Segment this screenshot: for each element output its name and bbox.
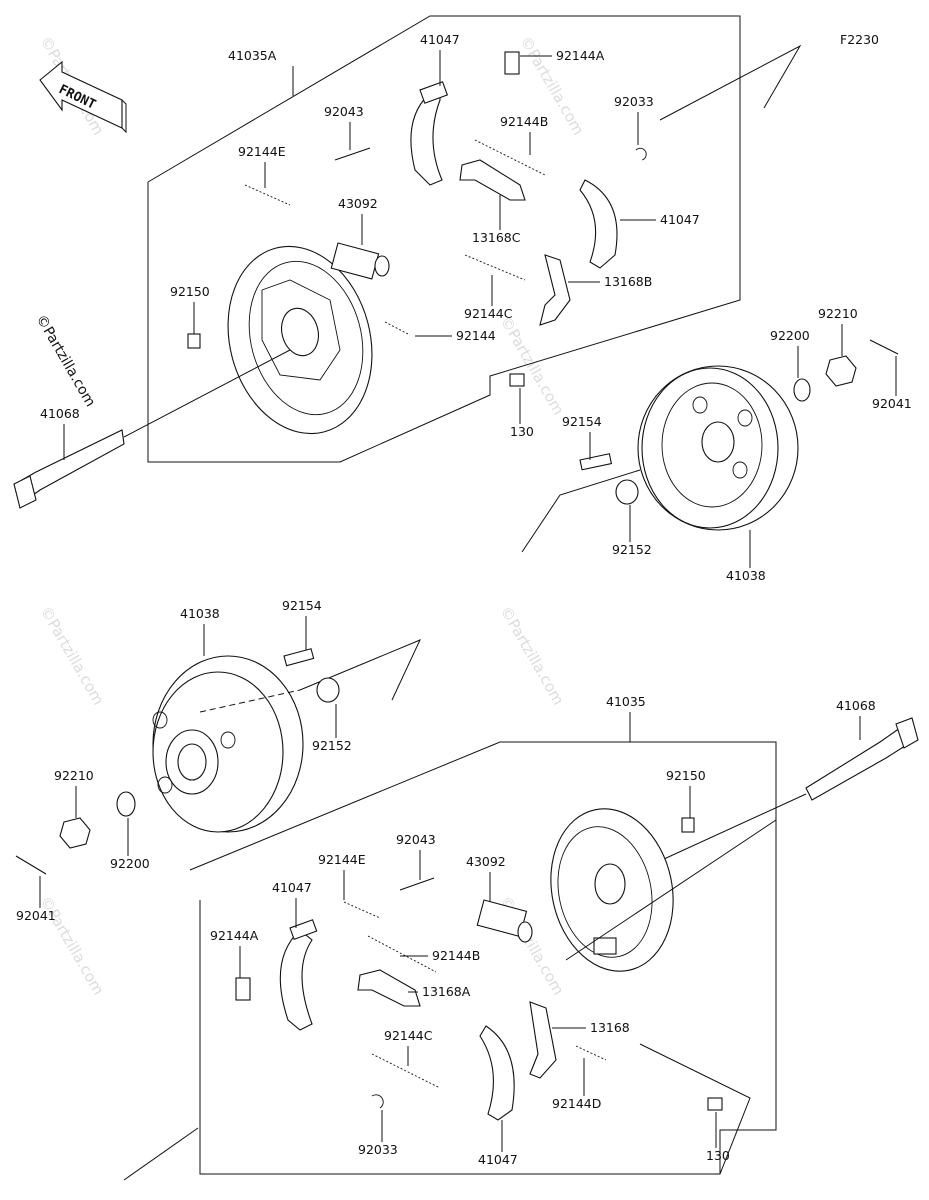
axle-lower [639,717,919,871]
label-41047: 41047 [272,880,312,895]
cotter-pin-lower-shape [15,855,47,875]
brake-shoe-upper-b [579,179,618,269]
label-13168: 13168 [590,1020,630,1035]
label-92150: 92150 [666,768,706,783]
label-92144A: 92144A [210,928,259,943]
label-92043: 92043 [396,832,436,847]
label-92144B: 92144B [432,948,480,963]
label-92152: 92152 [312,738,352,753]
label-41038: 41038 [726,568,766,583]
clip-92144A-lower-shape [235,977,251,1001]
label-92033: 92033 [614,94,654,109]
label-41035: 41035 [606,694,646,709]
label-92033: 92033 [358,1142,398,1157]
label-92043: 92043 [324,104,364,119]
brake-drum-lower [152,655,304,833]
bolt-92150-shape [187,333,201,349]
label-13168A: 13168A [422,984,471,999]
label-92152: 92152 [612,542,652,557]
wheel-cylinder-lower [476,899,533,943]
label-13168C: 13168C [472,230,521,245]
cotter-pin-upper-shape [869,339,899,355]
label-92144E: 92144E [318,852,366,867]
label-130: 130 [706,1148,730,1163]
label-41035A: 41035A [228,48,277,63]
spring-92144B-shape [474,139,546,176]
bolt-92154-lower-shape [283,648,315,667]
label-130: 130 [510,424,534,439]
upper-assembly: 41035A 41047 92144A 92043 92144B 92033 9… [13,15,912,583]
lever-13168-shape [529,1001,557,1079]
lower-assembly: 41038 92154 92152 41035 41068 92150 9221… [15,598,919,1181]
backing-plate-lower [550,808,674,972]
brake-shoe-lower-b [479,1025,515,1121]
clip-92033-lower-shape [371,1094,384,1109]
bolt-92150-lower-shape [681,817,695,833]
seal-92152-lower-shape [316,677,340,703]
brake-shoe-upper-a [410,81,449,186]
label-92144D: 92144D [552,1096,601,1111]
figure-code: F2230 [840,32,879,47]
copyright-mark: ©Partzilla.com [33,312,99,410]
label-92144C: 92144C [464,306,513,321]
clip-92033-shape [635,147,647,161]
axle-upper [13,349,291,509]
label-92210: 92210 [818,306,858,321]
clip-92144A-shape [504,51,520,75]
spring-92144E-shape [244,184,291,206]
pin-92043-lower-shape [399,877,435,891]
label-41068: 41068 [40,406,80,421]
label-92200: 92200 [770,328,810,343]
pin-92043-shape [334,147,371,161]
label-92154: 92154 [562,414,602,429]
watermark: ©Partzilla.com [497,313,568,418]
washer-92200-lower-shape [116,791,136,817]
brake-shoe-lower-a [279,919,318,1031]
spring-92144-shape [384,321,411,336]
brake-drum-upper [637,365,799,531]
spring-92144D-lower-shape [575,1045,607,1061]
lever-13168C-shape [459,159,526,201]
wheel-cylinder-upper [330,242,390,280]
bolt-130-lower-shape [707,1097,723,1111]
watermark: ©Partzilla.com [37,603,108,708]
label-92041: 92041 [872,396,912,411]
label-92150: 92150 [170,284,210,299]
label-92041: 92041 [16,908,56,923]
watermark: ©Partzilla.com [497,603,568,708]
label-41047: 41047 [420,32,460,47]
spring-92144C-shape [464,254,526,281]
bolt-130-shape [509,373,525,387]
nut-92210-lower-shape [59,817,91,849]
lever-13168B-shape [539,254,571,326]
spring-92144E-lower-shape [343,901,381,919]
lever-13168A-shape [357,969,421,1007]
washer-92200-upper-shape [793,378,811,402]
label-13168B: 13168B [604,274,652,289]
seal-92152-upper-shape [615,479,639,505]
label-92144: 92144 [456,328,496,343]
spring-92144C-lower-shape [371,1053,441,1089]
label-41047: 41047 [478,1152,518,1167]
bolt-92154-upper-shape [579,453,613,471]
label-92154: 92154 [282,598,322,613]
label-41047: 41047 [660,212,700,227]
nut-92210-upper-shape [825,355,857,387]
label-92144E: 92144E [238,144,286,159]
spring-92144B-lower-shape [367,935,437,973]
label-41068: 41068 [836,698,876,713]
label-92144B: 92144B [500,114,548,129]
label-92210: 92210 [54,768,94,783]
backing-plate-upper [227,245,373,435]
label-92144C: 92144C [384,1028,433,1043]
label-41038: 41038 [180,606,220,621]
label-92144A: 92144A [556,48,605,63]
label-43092: 43092 [466,854,506,869]
label-43092: 43092 [338,196,378,211]
label-92200: 92200 [110,856,150,871]
